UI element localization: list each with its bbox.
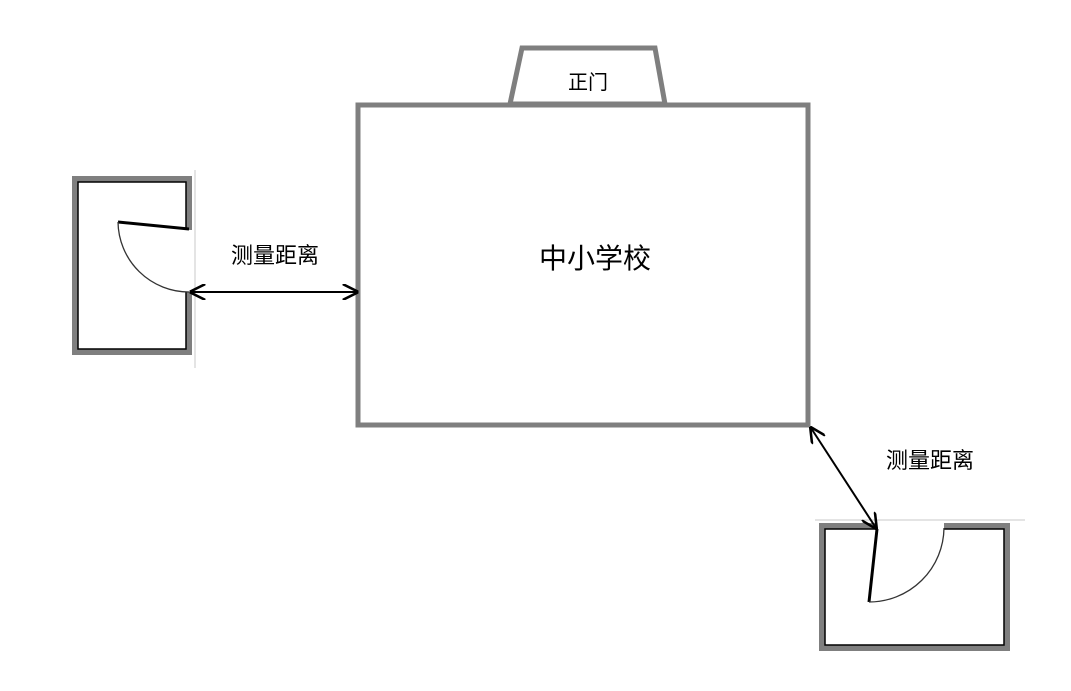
measurement-label-right: 测量距离 xyxy=(886,449,974,474)
school-outline xyxy=(355,102,811,428)
right-building xyxy=(815,519,1025,651)
distance-arrow-right xyxy=(811,428,876,528)
gate-label: 正门 xyxy=(568,70,608,94)
left-building xyxy=(72,170,196,368)
school-building: 正门 中小学校 xyxy=(355,45,811,428)
door-swing-arc xyxy=(117,221,190,293)
door-leaf xyxy=(117,220,190,231)
school-label: 中小学校 xyxy=(539,242,651,275)
door-leaf xyxy=(867,528,879,603)
door-swing-arc xyxy=(868,527,945,603)
measurement-label-left: 测量距离 xyxy=(231,244,319,269)
building-wall xyxy=(72,176,192,355)
